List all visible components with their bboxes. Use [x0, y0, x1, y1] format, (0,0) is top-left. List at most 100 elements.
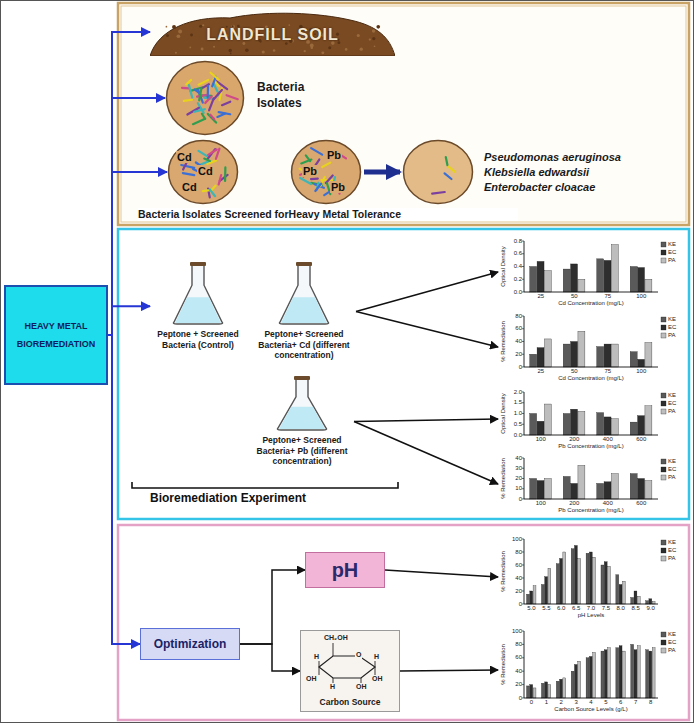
atom-label: OH: [371, 675, 384, 683]
bar: [611, 474, 618, 499]
optimization-panel: [118, 525, 689, 720]
tick-label: 100: [507, 628, 522, 635]
bar: [544, 271, 551, 292]
bacterium: [219, 175, 222, 184]
chart-axes: [524, 458, 658, 499]
bar: [556, 681, 559, 698]
screening-panel: [118, 3, 689, 225]
flask-drawing: [252, 262, 356, 326]
dish-heading: Bacteria Isolates: [257, 80, 349, 111]
atom-label: H: [329, 683, 336, 691]
tick-label: 8: [643, 699, 658, 706]
bar: [646, 601, 649, 604]
bar: [634, 591, 637, 604]
bacterium: [183, 173, 194, 175]
bacterium: [449, 167, 455, 172]
bar: [574, 546, 577, 605]
atom-label: H: [373, 653, 380, 661]
tick-label: 100: [524, 436, 558, 443]
bar: [571, 342, 578, 368]
soil-grain: [245, 48, 249, 52]
legend-label: PA: [668, 474, 676, 481]
metal-symbol: Pb: [302, 165, 318, 177]
bar: [604, 650, 607, 698]
legend-swatch: [661, 648, 666, 653]
tick-label: 100: [625, 293, 659, 300]
bar: [544, 479, 551, 500]
bacterium: [204, 159, 210, 161]
tick: [522, 241, 524, 242]
legend-swatch: [661, 393, 666, 398]
chart-axes: [524, 392, 658, 435]
bacterium: [432, 192, 445, 194]
bar: [533, 688, 536, 698]
tick-label: 6: [613, 699, 628, 706]
soil-grain: [372, 37, 375, 40]
bar: [537, 261, 544, 292]
flask-stopper: [294, 376, 310, 380]
legend-label: KE: [668, 631, 676, 638]
tick: [522, 657, 524, 658]
legend-swatch: [661, 475, 666, 480]
cd-dish: CdCdCd: [167, 139, 239, 205]
bar: [593, 652, 596, 698]
tick: [522, 698, 524, 699]
tick-label: 5.5: [539, 605, 554, 612]
tick: [522, 578, 524, 579]
bar: [544, 404, 551, 435]
tick-label: 0.8: [507, 238, 522, 245]
bar: [608, 566, 611, 604]
bar: [652, 648, 655, 698]
soil-grain: [376, 25, 380, 29]
bar: [560, 559, 563, 605]
metal-symbol: Pb: [330, 181, 346, 193]
soil-label: LANDFILL SOIL: [150, 26, 395, 44]
axis-title: pH Levels: [524, 612, 658, 619]
axis-title: % Remediation: [500, 631, 507, 698]
box-label: HEAVY METAL BIOREMEDIATION: [9, 317, 103, 353]
tick-label: 75: [591, 293, 625, 300]
soil-grain: [172, 25, 176, 29]
structure-caption: Carbon Source: [301, 697, 399, 707]
bar: [622, 651, 625, 698]
flask-label: Peptone+ Screened Bacteria+ Pb (differen…: [250, 435, 354, 467]
chart-drawing: [498, 453, 684, 515]
tick-label: 40: [507, 575, 522, 582]
tick: [522, 458, 524, 459]
bar: [601, 651, 604, 698]
tick: [522, 341, 524, 342]
tick: [522, 539, 524, 540]
soil-grain: [229, 49, 232, 52]
tick: [522, 435, 524, 436]
bar: [530, 414, 537, 436]
bacterium: [315, 184, 321, 191]
bar: [578, 279, 585, 292]
glucose-structure: CH₂OHOHOHHOHOHHCarbon Source: [300, 630, 400, 712]
bar: [563, 678, 566, 698]
metal-symbol: Pb: [326, 149, 342, 161]
bar: [586, 658, 589, 698]
bar: [619, 646, 622, 698]
tick-label: 5: [598, 699, 613, 706]
tick: [522, 279, 524, 280]
legend-swatch: [661, 401, 666, 406]
box-label: pH: [332, 559, 359, 581]
cd-flask: Peptone+ Screened Bacteria+ Cd (differen…: [252, 262, 356, 361]
tolerant-dish: Pseudomonas aeruginosaKlebsiella edwards…: [402, 139, 474, 205]
tick: [522, 671, 524, 672]
chart-drawing: [498, 387, 684, 451]
dish-outline: [169, 141, 238, 204]
bar-chart: Optical DensityPb Concentration (mg/L)KE…: [498, 387, 684, 451]
side-bond: [319, 643, 375, 683]
soil-grain: [372, 29, 375, 32]
bacterium: [219, 112, 231, 114]
bar: [537, 421, 544, 435]
bar: [630, 267, 637, 293]
bar: [597, 347, 604, 367]
soil-grain: [273, 49, 276, 52]
bar: [571, 549, 574, 604]
bar: [560, 679, 563, 698]
connector-arrow: [108, 32, 150, 335]
soil-mound: LANDFILL SOIL: [150, 8, 395, 56]
